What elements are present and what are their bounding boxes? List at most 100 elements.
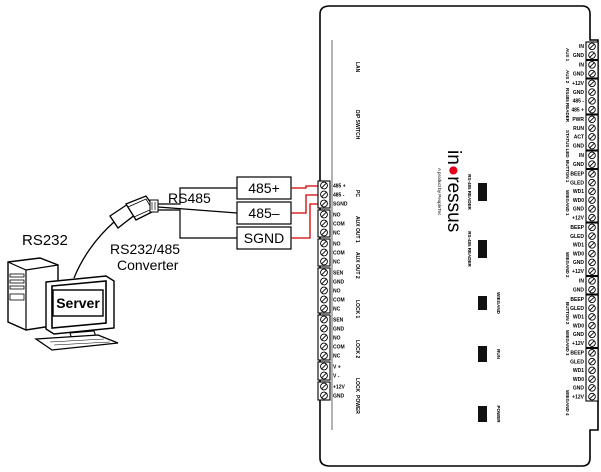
svg-text:POWER: POWER	[496, 405, 501, 423]
converter-label-line2: Converter	[117, 257, 179, 273]
svg-text:BUTTON 2: BUTTON 2	[565, 302, 570, 325]
converter-icon	[109, 195, 159, 229]
svg-text:WIEGAND 4: WIEGAND 4	[565, 390, 570, 416]
left-terminal-blocks	[317, 180, 331, 401]
terminal-pin-label: SEN	[333, 317, 344, 323]
terminal-pin-label: SEN	[333, 270, 344, 276]
rs232-label: RS232	[22, 232, 68, 249]
terminal-pin-label: GND	[333, 393, 345, 399]
wire-485-minus-left	[157, 206, 238, 214]
svg-text:AUX OUT 2: AUX OUT 2	[354, 252, 360, 279]
terminal-pin-label: WD1	[573, 243, 584, 249]
terminal-pin-label: GND	[573, 162, 585, 168]
terminal-block	[585, 78, 599, 115]
terminal-pin-label: IN	[579, 44, 584, 50]
svg-text:LOCK 2: LOCK 2	[354, 340, 360, 359]
svg-text:in●ressus: in●ressus	[443, 150, 464, 232]
terminal-pin-label: GLED	[570, 180, 584, 186]
pin-485-minus-label: 485–	[248, 205, 279, 221]
svg-text:WIEGAND 1: WIEGAND 1	[565, 190, 570, 216]
right-terminal-blocks	[585, 41, 599, 402]
svg-text:WIEGAND 3: WIEGAND 3	[565, 330, 570, 356]
terminal-pin-label: COM	[333, 250, 345, 256]
svg-text:AUX 2: AUX 2	[565, 70, 570, 84]
terminal-pin-label: IN	[579, 279, 584, 285]
terminal-pin-label: GLED	[570, 234, 584, 240]
rs232-cable	[73, 221, 115, 279]
terminal-pin-label: WD0	[573, 251, 584, 257]
terminal-pin-label: WD1	[573, 189, 584, 195]
terminal-pin-label: BEEP	[570, 351, 584, 357]
svg-text:LOCK 1: LOCK 1	[354, 300, 360, 319]
terminal-pin-label: GND	[573, 71, 585, 77]
svg-text:RS485 READER: RS485 READER	[565, 88, 570, 123]
terminal-pin-label: COM	[333, 221, 345, 227]
terminal-pin-label: COM	[333, 344, 345, 350]
terminal-pin-label: BEEP	[570, 225, 584, 231]
svg-text:AUX 1: AUX 1	[565, 48, 570, 62]
svg-text:POWER: POWER	[354, 395, 360, 414]
terminal-pin-label: GND	[573, 207, 585, 213]
terminal-pin-label: NC	[333, 353, 341, 359]
terminal-pin-label: WD1	[573, 368, 584, 374]
svg-text:LAN: LAN	[354, 62, 360, 73]
terminal-pin-label: ACT	[574, 135, 584, 141]
terminal-pin-label: V +	[333, 364, 341, 370]
terminal-pin-label: PWR	[572, 117, 584, 123]
svg-text:BUTTON 1: BUTTON 1	[565, 160, 570, 183]
svg-text:RS-485 READER: RS-485 READER	[467, 174, 472, 210]
right-section-labels: AUX 1 AUX 2 RS485 READER STATUS LED BUTT…	[565, 48, 570, 416]
svg-text:WIEGAND: WIEGAND	[496, 292, 501, 314]
brand-tagline: A product by PeopleTec	[437, 168, 442, 216]
controller-board	[319, 5, 599, 467]
svg-text:PC: PC	[354, 190, 360, 197]
terminal-pin-label: +12V	[572, 269, 584, 275]
wire-485-plus-left	[158, 187, 237, 205]
terminal-pin-label: RUN	[573, 126, 584, 132]
terminal-pin-label: NO	[333, 241, 341, 247]
terminal-pin-label: WD0	[573, 377, 584, 383]
terminal-pin-label: 485 -	[333, 192, 345, 198]
terminal-pin-label: NC	[333, 306, 341, 312]
terminal-pin-label: V -	[333, 373, 340, 379]
terminal-pin-label: 485 +	[333, 183, 346, 189]
terminal-pin-label: GLED	[570, 359, 584, 365]
terminal-pin-label: GND	[333, 326, 345, 332]
pin-485-plus-label: 485+	[248, 180, 280, 196]
terminal-pin-label: BEEP	[570, 297, 584, 303]
brand-logo: in●ressus A product by PeopleTec	[437, 150, 464, 232]
terminal-pin-label: NC	[333, 259, 341, 265]
red-wires	[291, 185, 318, 239]
svg-text:RUN: RUN	[496, 349, 501, 359]
terminal-pin-label: +12V	[572, 341, 584, 347]
server-label: Server	[56, 295, 100, 311]
terminal-pin-label: +12V	[333, 384, 345, 390]
terminal-pin-label: SGND	[333, 201, 348, 207]
terminal-pin-label: GND	[573, 332, 585, 338]
terminal-pin-label: +12V	[572, 394, 584, 400]
right-pin-labels: IN GND IN GND +12V GND 485 - 485 + PWR RUN ACT GND I…	[570, 44, 585, 400]
terminal-pin-label: GND	[573, 287, 585, 293]
terminal-pin-label: BEEP	[570, 172, 584, 178]
converter-label-line1: RS232/485	[110, 241, 180, 257]
terminal-pin-label: WD1	[573, 315, 584, 321]
svg-text:STATUS LED: STATUS LED	[565, 130, 570, 158]
terminal-pin-label: +12V	[572, 81, 584, 87]
terminal-pin-label: GND	[573, 90, 585, 96]
terminal-pin-label: WD0	[573, 323, 584, 329]
terminal-pin-label: +12V	[572, 215, 584, 221]
svg-text:AUX OUT 1: AUX OUT 1	[354, 216, 360, 243]
wire-sgnd-left	[158, 209, 237, 239]
terminal-pin-label: 485 +	[571, 107, 584, 113]
terminal-pin-label: 485 -	[573, 99, 585, 105]
terminal-pin-label: GND	[573, 143, 585, 149]
terminal-pin-label: COM	[333, 297, 345, 303]
svg-text:WIEGAND 2: WIEGAND 2	[565, 252, 570, 278]
left-pin-labels: 485 +485 -SGNDNOCOMNCNOCOMNCSENGNDNOCOMN…	[333, 183, 348, 399]
terminal-pin-label: GND	[333, 279, 345, 285]
terminal-pin-label: GND	[573, 386, 585, 392]
svg-text:LOCK: LOCK	[354, 378, 360, 393]
terminal-pin-label: NO	[333, 335, 341, 341]
terminal-pin-label: IN	[579, 63, 584, 69]
